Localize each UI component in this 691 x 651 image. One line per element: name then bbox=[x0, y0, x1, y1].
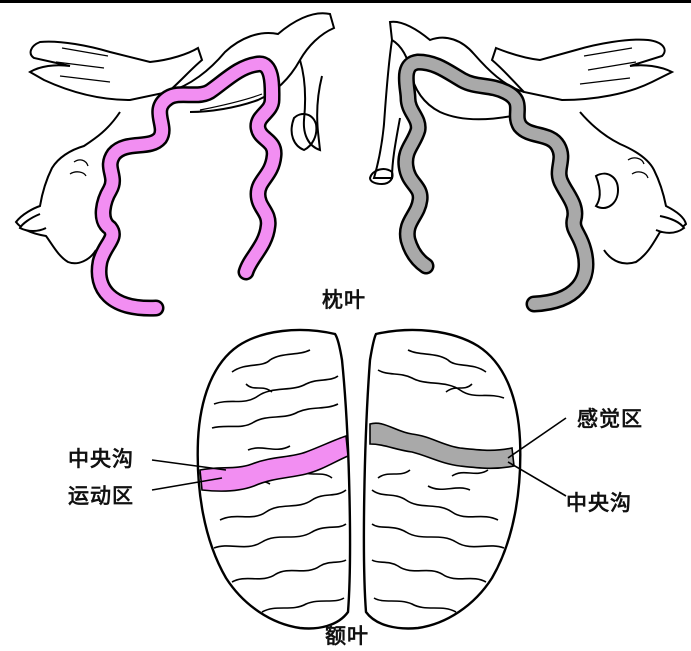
label-frontal-lobe: 额叶 bbox=[325, 620, 369, 650]
label-sensory-area: 感觉区 bbox=[577, 403, 643, 433]
sensory-face bbox=[580, 112, 686, 264]
label-occipital-lobe: 枕叶 bbox=[322, 284, 366, 314]
right-hemisphere bbox=[364, 330, 520, 628]
motor-homunculus bbox=[16, 13, 334, 263]
label-motor-area: 运动区 bbox=[68, 480, 134, 510]
label-central-sulcus-right: 中央沟 bbox=[566, 487, 632, 517]
motor-leg bbox=[300, 60, 322, 150]
sensory-leg bbox=[374, 40, 400, 178]
left-hemisphere bbox=[198, 330, 350, 628]
sensory-ear bbox=[596, 174, 618, 208]
label-central-sulcus-left: 中央沟 bbox=[68, 443, 134, 473]
